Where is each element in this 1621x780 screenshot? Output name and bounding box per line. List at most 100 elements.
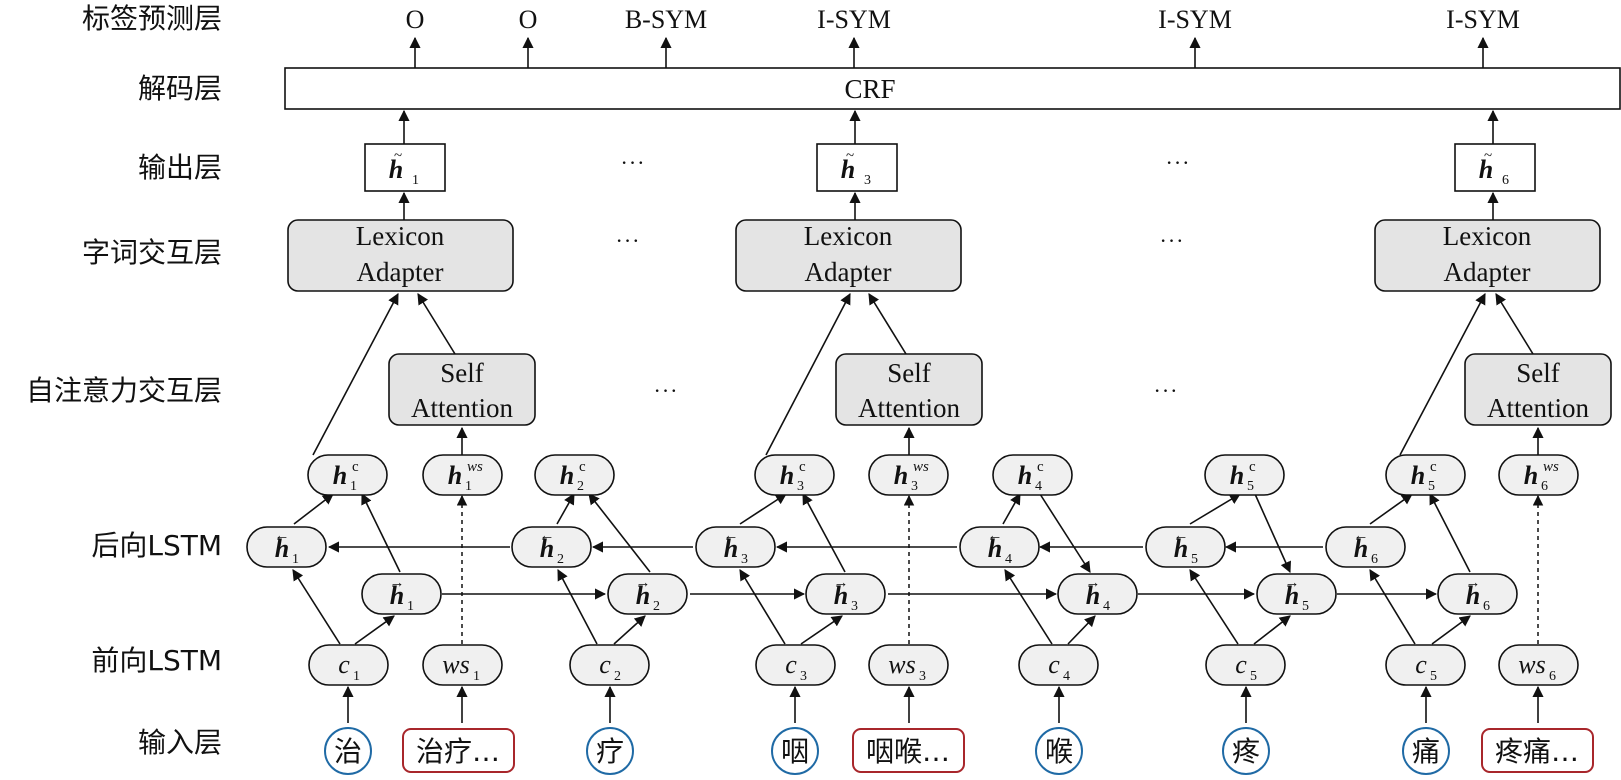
embedding-node-symbol: c (1048, 650, 1060, 679)
input-word: 治疗… (402, 728, 515, 773)
self-attention-line2: Attention (411, 393, 513, 423)
backward-node-sub: 5 (1191, 552, 1198, 567)
self-attention-box: Self Attention (835, 353, 983, 426)
forward-node-sub: 4 (1103, 599, 1110, 614)
input-word-label: 治疗… (416, 735, 500, 768)
output-to-crf-arrows (398, 109, 1499, 144)
right-arrow-accent: → (636, 575, 651, 591)
self-attention-line1: Self (887, 358, 931, 388)
hidden-node-symbol: h (894, 461, 908, 490)
right-arrow-accent: → (390, 575, 405, 591)
forward-lstm-node: h→4 (1057, 573, 1138, 615)
hidden-node-sup: c (1249, 459, 1256, 475)
backward-node-sub: 6 (1371, 552, 1378, 567)
crf-box: CRF (284, 67, 1621, 110)
output-node: h ~ 1 (364, 143, 446, 192)
backward-lstm-node: h←4 (959, 526, 1040, 568)
embedding-node-sub: 1 (473, 669, 480, 684)
backward-lstm-node: h←5 (1145, 526, 1226, 568)
embedding-node-sub: 4 (1063, 669, 1070, 684)
backward-lstm-node: h←6 (1325, 526, 1406, 568)
forward-lstm-node: h→3 (805, 573, 886, 615)
layer-label-interact: 字词交互层 (82, 236, 222, 269)
tag-label: O (519, 5, 538, 34)
input-word-label: 咽喉… (866, 735, 950, 768)
self-attention-line1: Self (1516, 358, 1560, 388)
hidden-node-symbol: h (1230, 461, 1244, 490)
hidden-node-sub: 5 (1428, 479, 1435, 494)
forward-lstm-node: h→6 (1437, 573, 1518, 615)
forward-node-sub: 5 (1302, 599, 1309, 614)
hidden-node-symbol: h (780, 461, 794, 490)
backward-node-symbol: h (1354, 534, 1368, 563)
layer-label-input: 输入层 (138, 726, 222, 759)
hidden-node-sup: c (1430, 459, 1437, 475)
tilde-accent: ~ (1484, 148, 1492, 164)
hws-to-attention-arrows (456, 426, 1544, 455)
hidden-node-sub: 1 (350, 479, 357, 494)
forward-node-symbol: h (834, 581, 848, 610)
lexicon-adapter-line1: Lexicon (804, 221, 893, 251)
output-node-sub: 6 (1502, 173, 1509, 188)
output-node: h ~ 3 (816, 143, 898, 192)
forward-node-sub: 1 (407, 599, 414, 614)
adapter-to-output-arrows (398, 191, 1499, 220)
input-char-label: 治 (334, 735, 362, 768)
left-arrow-accent: ← (275, 528, 290, 544)
left-arrow-accent: ← (540, 528, 555, 544)
input-word: 疼痛… (1481, 728, 1594, 773)
layer-label-backward: 后向LSTM (91, 529, 222, 562)
tag-label: O (406, 5, 425, 34)
input-char-label: 疗 (596, 735, 624, 768)
embedding-node-symbol: ws (1518, 650, 1545, 679)
hidden-node-sub: 5 (1247, 479, 1254, 494)
embedding-node-symbol: c (1415, 650, 1427, 679)
embedding-node-sub: 3 (800, 669, 807, 684)
lexicon-adapter-line2: Adapter (1444, 257, 1531, 287)
tag-label: B-SYM (625, 5, 707, 34)
backward-node-symbol: h (1174, 534, 1188, 563)
forward-node-symbol: h (1285, 581, 1299, 610)
forward-node-sub: 3 (851, 599, 858, 614)
backward-node-sub: 1 (292, 552, 299, 567)
lexicon-adapter-box: Lexicon Adapter (1374, 219, 1601, 292)
embedding-node-sub: 2 (614, 669, 621, 684)
right-arrow-accent: → (1086, 575, 1101, 591)
input-char: 治 (324, 727, 372, 775)
hidden-node-sub: 2 (577, 479, 584, 494)
hidden-node-symbol: h (1524, 461, 1538, 490)
ellipsis: ··· (654, 378, 679, 403)
forward-node-sub: 6 (1483, 599, 1490, 614)
forward-node-symbol: h (1466, 581, 1480, 610)
lexicon-adapter-line2: Adapter (805, 257, 892, 287)
crf-to-tag-arrows (409, 36, 1489, 68)
input-to-embed-arrows (342, 685, 1544, 723)
forward-node-symbol: h (1086, 581, 1100, 610)
crf-label: CRF (844, 74, 895, 104)
forward-lstm-node: h→1 (361, 573, 442, 615)
backward-lstm-node: h←3 (695, 526, 776, 568)
forward-node-symbol: h (390, 581, 404, 610)
lexicon-adapter-box: Lexicon Adapter (735, 219, 962, 292)
layer-label-forward: 前向LSTM (91, 644, 222, 677)
tilde-accent: ~ (846, 148, 854, 164)
self-attention-line1: Self (440, 358, 484, 388)
hidden-node-symbol: h (1411, 461, 1425, 490)
output-node-symbol: h (389, 155, 403, 184)
ellipsis: ··· (1160, 228, 1185, 253)
layer-label-decode: 解码层 (138, 72, 222, 105)
embedding-node-sub: 1 (353, 669, 360, 684)
self-attention-box: Self Attention (388, 353, 536, 426)
right-arrow-accent: → (1466, 575, 1481, 591)
